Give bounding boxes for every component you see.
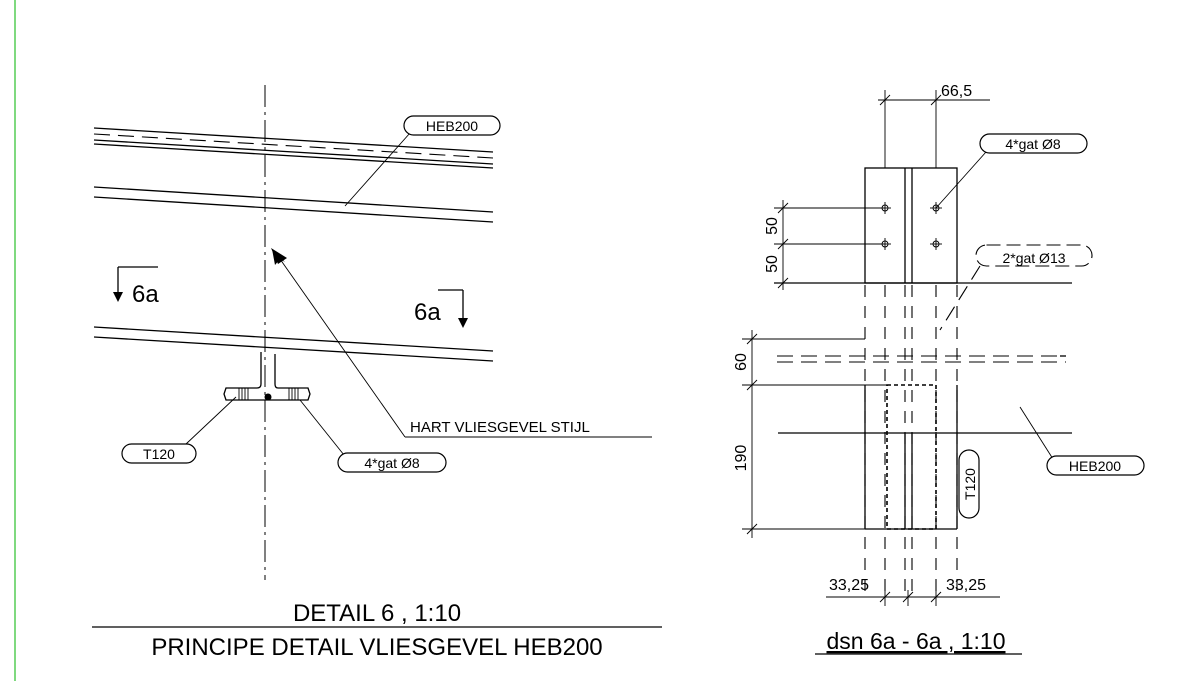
- holes-label: 4*gat Ø8: [364, 455, 419, 471]
- axis-label: HART VLIESGEVEL STIJL: [410, 419, 590, 436]
- section-marker-left-label: 6a: [132, 281, 159, 308]
- accent-side-bar: [14, 0, 16, 681]
- dim-60: 60: [733, 353, 750, 371]
- holes-right-label: 4*gat Ø8: [1005, 136, 1060, 152]
- section-marker-right-label: 6a: [414, 299, 441, 326]
- dim-66-5: 66,5: [878, 83, 990, 168]
- section-title: dsn 6a - 6a , 1:10: [826, 628, 1005, 654]
- detail-6-view: HEB200 T120 4*gat Ø8 HART VLIESGEVEL STI…: [92, 85, 662, 661]
- heb200-right-label: HEB200: [1069, 458, 1121, 474]
- detail-subtitle: PRINCIPE DETAIL VLIESGEVEL HEB200: [151, 634, 602, 661]
- heb200-callout: HEB200: [344, 115, 501, 207]
- t120-callout-right: T120: [958, 449, 980, 519]
- dim-66-5-label: 66,5: [941, 83, 972, 100]
- dim-50-lower: 50: [764, 255, 781, 273]
- heb200-callout-right: HEB200: [1019, 406, 1145, 476]
- dim-190: 190: [733, 445, 750, 472]
- t120-profile: [223, 352, 311, 401]
- section-marker-right: 6a: [414, 289, 468, 328]
- dim-50-upper: 50: [764, 217, 781, 235]
- hidden-lines: [777, 285, 1066, 600]
- t120-right-label: T120: [962, 468, 978, 500]
- axis-callout: HART VLIESGEVEL STIJL: [271, 248, 652, 438]
- top-plate: [774, 167, 1072, 284]
- dim-flanges: 33,25 33,25: [826, 577, 1000, 606]
- dim-flange-right: 33,25: [946, 577, 986, 594]
- t120-label: T120: [143, 446, 175, 462]
- dim-flange-left: 33,25: [829, 577, 869, 594]
- t120-callout: T120: [121, 396, 237, 464]
- section-6a-view: 66,5 4*gat Ø8 2*gat Ø13 50 50: [733, 83, 1145, 655]
- bolts-label: 2*gat Ø13: [1002, 250, 1065, 266]
- section-marker-left: 6a: [113, 266, 159, 308]
- heb200-beam-lower: [93, 326, 494, 362]
- top-layer-lines: [93, 127, 494, 169]
- heb200-label: HEB200: [426, 118, 478, 134]
- dim-hole-spacing: 50 50: [764, 200, 885, 290]
- bolt-holes: [879, 202, 942, 250]
- detail-title: DETAIL 6 , 1:10: [293, 600, 461, 627]
- t120-body: [778, 384, 1072, 530]
- heb200-beam-upper: [93, 186, 494, 223]
- holes-callout: 4*gat Ø8: [299, 399, 447, 473]
- bolts-callout: 2*gat Ø13: [939, 244, 1093, 331]
- dim-vertical-tee: 60 190: [733, 330, 887, 538]
- holes-callout-right: 4*gat Ø8: [935, 133, 1088, 209]
